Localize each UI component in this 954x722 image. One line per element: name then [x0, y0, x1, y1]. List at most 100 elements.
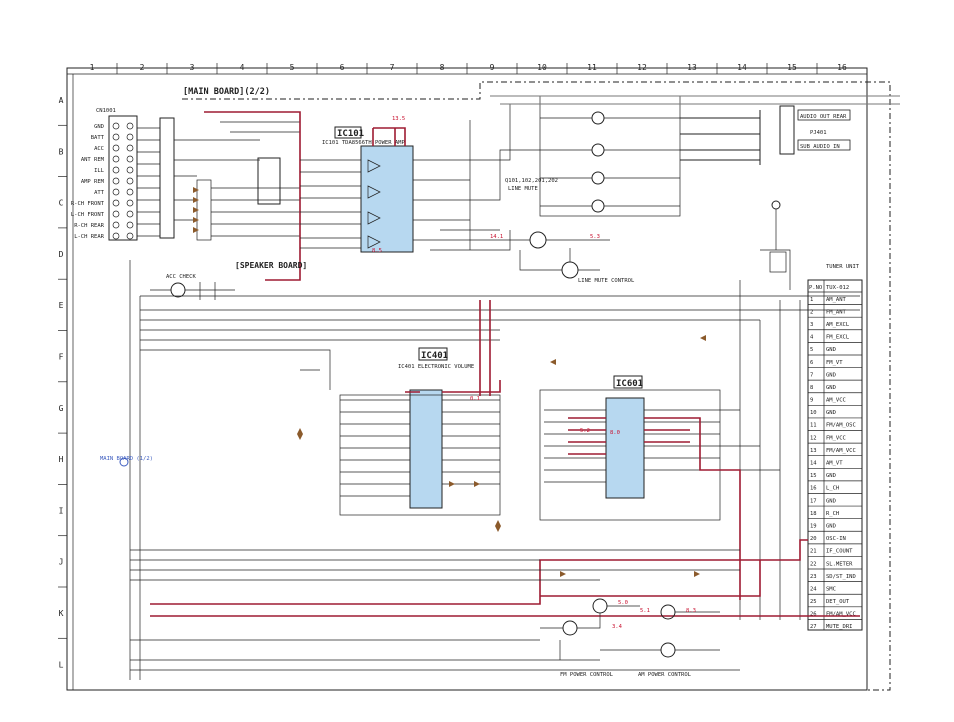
tuner-pin-function: AM_VT: [826, 461, 843, 467]
grid-col-11: 11: [587, 63, 597, 72]
tuner-pin-function: FM/AM_VCC: [826, 448, 856, 454]
line-mute-control-label: LINE MUTE CONTROL: [578, 278, 635, 284]
tuner-unit-title: TUNER UNIT: [826, 264, 860, 270]
tuner-pin-number: 3: [810, 322, 813, 328]
cn-left-pin: [112, 166, 120, 174]
cn-left-pin-label: AMP REM: [81, 179, 105, 185]
tuner-pin-function: R_CH: [826, 511, 839, 517]
pj401-sub-label: SUB AUDIO IN: [800, 144, 840, 150]
grid-row-B: B: [59, 147, 64, 156]
tuner-pin-function: SL.METER: [826, 561, 853, 567]
tuner-pin-number: 16: [810, 486, 817, 492]
tuner-pin-number: 21: [810, 549, 817, 555]
grid-row-K: K: [59, 609, 64, 618]
tuner-pin-number: 26: [810, 612, 817, 618]
ic401-electronic-volume: IC401 IC401 ELECTRONIC VOLUME: [339, 347, 501, 516]
cn-left-pin: [112, 188, 120, 196]
tuner-pin-number: 18: [810, 511, 817, 517]
tuner-pin-number: 12: [810, 435, 817, 441]
board-title: [MAIN BOARD](2/2): [183, 87, 270, 97]
tuner-pin-number: 23: [810, 574, 817, 580]
ic401-label: IC401: [421, 351, 448, 361]
ic601-tuner-ic: IC601: [539, 375, 721, 521]
ic101-sub: IC101 TDA8566TH POWER AMP: [322, 140, 405, 146]
output-jack-pj401: AUDIO OUT REAR SUB AUDIO IN PJ401: [779, 105, 851, 155]
grid-col-14: 14: [737, 63, 747, 72]
grid-col-5: 5: [290, 63, 295, 72]
tuner-pin-function: FM_VT: [826, 360, 843, 366]
tuner-pin-function: AM_EXCL: [826, 322, 850, 328]
cn-left-pin: [126, 177, 134, 185]
grid-col-13: 13: [687, 63, 697, 72]
voltage-label: 5.3: [590, 234, 600, 240]
grid-col-10: 10: [537, 63, 547, 72]
grid-col-12: 12: [637, 63, 647, 72]
tuner-pin-number: 15: [810, 473, 817, 479]
tuner-pin-number: 4: [810, 335, 814, 341]
am-power-control-label: AM POWER CONTROL: [638, 672, 692, 678]
cn-left-pin-label: ATT: [94, 190, 105, 196]
grid-col-2: 2: [140, 63, 145, 72]
cn-left-pin-label: L-CH FRONT: [71, 212, 105, 218]
grid-row-J: J: [59, 558, 64, 567]
line-mute-control: LINE MUTE CONTROL: [470, 231, 635, 284]
signal-flow-arrows: [193, 187, 706, 577]
tuner-pin-number: 24: [810, 586, 817, 592]
cn-left-pin: [112, 177, 120, 185]
tuner-pin-number: 6: [810, 360, 813, 366]
tuner-pin-function: FM/AM_OSC: [826, 423, 856, 429]
tuner-pin-function: SMC: [826, 586, 836, 592]
tuner-pin-function: FM/AM_VCC: [826, 612, 856, 618]
grid-row-C: C: [59, 199, 64, 208]
tuner-pin-function: GND: [826, 347, 836, 353]
acc-check-stage: ACC CHECK: [150, 274, 235, 300]
cn-left-pin: [112, 221, 120, 229]
tuner-pin-number: 27: [810, 624, 817, 630]
cn-left-pin-label: L-CH REAR: [74, 234, 104, 240]
line-mute-label: LINE MUTE: [508, 186, 538, 192]
tuner-pin-number: 13: [810, 448, 817, 454]
cn-left-pin: [126, 210, 134, 218]
grid-row-D: D: [59, 250, 64, 259]
tuner-pin-function: SD/ST_IND: [826, 574, 856, 580]
tuner-pin-number: 17: [810, 498, 817, 504]
power-control-transistors: FM POWER CONTROL AM POWER CONTROL: [540, 598, 720, 678]
voltage-label: 8.3: [686, 608, 696, 614]
cn-left-pin-label: ACC: [94, 146, 104, 152]
line-mute-transistors: Q101,102,201,202 LINE MUTE: [505, 95, 681, 217]
cn-left-pin: [126, 144, 134, 152]
tuner-pin-function: GND: [826, 523, 836, 529]
tuner-pin-function: FM_EXCL: [826, 335, 850, 341]
grid-col-15: 15: [787, 63, 797, 72]
grid-col-8: 8: [440, 63, 445, 72]
grid-col-4: 4: [240, 63, 245, 72]
grid-row-E: E: [59, 301, 64, 310]
voltage-label: 5.2: [580, 428, 590, 434]
tuner-pin-number: 10: [810, 410, 817, 416]
tuner-pin-function: GND: [826, 410, 836, 416]
voltage-label: 8.0: [610, 430, 620, 436]
grid-row-A: A: [59, 96, 64, 105]
grid-row-F: F: [59, 353, 64, 362]
grid-col-6: 6: [340, 63, 345, 72]
fm-power-control-label: FM POWER CONTROL: [560, 672, 614, 678]
grid-row-I: I: [59, 506, 64, 515]
cn-left-pin: [112, 144, 120, 152]
tuner-pin-number: 22: [810, 561, 817, 567]
cn-left-pin-label: GND: [94, 124, 104, 130]
cn-left-pin: [126, 221, 134, 229]
cn-left-pin-label: ILL: [94, 168, 105, 174]
voltage-label: 5.0: [618, 600, 628, 606]
grid-row-H: H: [59, 455, 64, 464]
voltage-label: 13.5: [392, 116, 405, 122]
cn-left-pin: [112, 210, 120, 218]
tuner-pin-number: 19: [810, 523, 817, 529]
tuner-pin-function: IF_COUNT: [826, 549, 853, 555]
tuner-pin-function: FM_ANT: [826, 309, 847, 315]
tuner-pin-function: DET_OUT: [826, 599, 850, 605]
